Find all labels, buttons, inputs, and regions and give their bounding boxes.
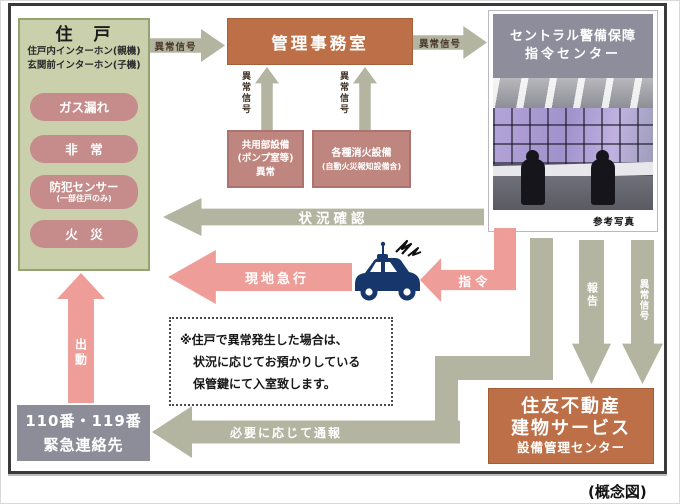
alarm-emergency: 非 常 — [30, 135, 138, 163]
sumitomo-line1: 住友不動産 — [521, 396, 621, 417]
intercom-parent-label: 住戸内インターホン(親機) — [27, 46, 141, 57]
common-equipment-line3: 異常 — [255, 166, 275, 178]
status-check-label: 状況確認 — [298, 211, 369, 227]
report-label: 報告 — [585, 282, 599, 308]
common-equipment-box: 共用部設備 (ポンプ室等) 異常 — [227, 130, 304, 188]
management-office-box: 管理事務室 — [227, 18, 413, 65]
signal-arrow-office-to-central-label: 異常信号 — [418, 38, 461, 50]
control-room-photo — [493, 78, 653, 210]
alarm-gas-leak: ガス漏れ — [30, 93, 138, 121]
photo-ceiling — [493, 78, 653, 108]
notify-label: 必要に応じて通報 — [229, 425, 342, 440]
alarm-security-sensor-sublabel: (一部住戸のみ) — [56, 194, 112, 203]
fire-equipment-box: 各種消火設備 (自動火災報知設備含) — [312, 130, 411, 188]
fire-equipment-line1: 各種消火設備 — [331, 147, 392, 159]
note-line-3: 保管鍵にて入室致します。 — [193, 377, 336, 391]
common-equipment-line2: (ポンプ室等) — [237, 153, 294, 165]
central-security-subname: 指令センター — [524, 47, 621, 62]
emergency-contact-numbers: 110番・119番 — [25, 412, 142, 430]
signal-down-label: 異常信号 — [637, 279, 649, 321]
signal-arrow-common-up-label: 異常信号 — [240, 71, 250, 115]
rush-to-site-label: 現地急行 — [244, 271, 309, 287]
photo-monitor-wall — [493, 108, 653, 164]
signal-arrow-unit-to-office-label: 異常信号 — [154, 41, 197, 53]
dispatch-label: 出動 — [73, 338, 88, 368]
photo-caption: 参考写真 — [593, 217, 636, 228]
alarm-security-sensor: 防犯センサー (一部住戸のみ) — [30, 175, 138, 209]
intercom-child-label: 玄関前インターホン(子機) — [27, 59, 141, 71]
key-entry-note-box: ※住戸で異常発生した場合は、 状況に応じてお預かりしている 保管鍵にて入室致しま… — [169, 317, 393, 406]
emergency-contact-label: 緊急連絡先 — [43, 436, 124, 454]
command-label: 指令 — [458, 273, 492, 289]
photo-operator-right — [591, 150, 615, 205]
command-arrow-vertical — [494, 228, 516, 280]
photo-floor — [493, 176, 653, 210]
central-security-name: セントラル警備保障 — [509, 29, 636, 44]
alarm-security-sensor-label: 防犯センサー — [49, 180, 119, 194]
residence-unit-title: 住 戸 — [55, 25, 113, 45]
alarm-gas-leak-label: ガス漏れ — [58, 99, 109, 115]
signal-arrow-fire-up-label: 異常信号 — [338, 71, 348, 115]
note-line-1: ※住戸で異常発生した場合は、 — [180, 333, 348, 347]
security-car-icon — [355, 239, 422, 301]
diagram-caption: (概念図) — [588, 483, 647, 501]
central-security-header: セントラル警備保障 指令センター — [493, 14, 653, 78]
alarm-emergency-label: 非 常 — [65, 141, 103, 157]
sumitomo-line2: 建物サービス — [511, 418, 631, 439]
sumitomo-service-box: 住友不動産 建物サービス 設備管理センター — [488, 388, 654, 464]
sumitomo-line3: 設備管理センター — [516, 440, 625, 455]
photo-operator-left — [521, 150, 545, 205]
alarm-fire: 火 災 — [30, 220, 138, 248]
alarm-fire-label: 火 災 — [65, 226, 103, 242]
management-office-label: 管理事務室 — [271, 33, 369, 53]
fire-equipment-line2: (自動火災報知設備含) — [321, 161, 402, 171]
common-equipment-line1: 共用部設備 — [241, 139, 290, 151]
emergency-contact-box: 110番・119番 緊急連絡先 — [17, 405, 150, 461]
connector-vertical-1 — [530, 238, 553, 368]
note-line-2: 状況に応じてお預かりしている — [193, 355, 361, 369]
residence-unit-box: 住 戸 住戸内インターホン(親機) 玄関前インターホン(子機) ガス漏れ 非 常… — [18, 18, 150, 271]
